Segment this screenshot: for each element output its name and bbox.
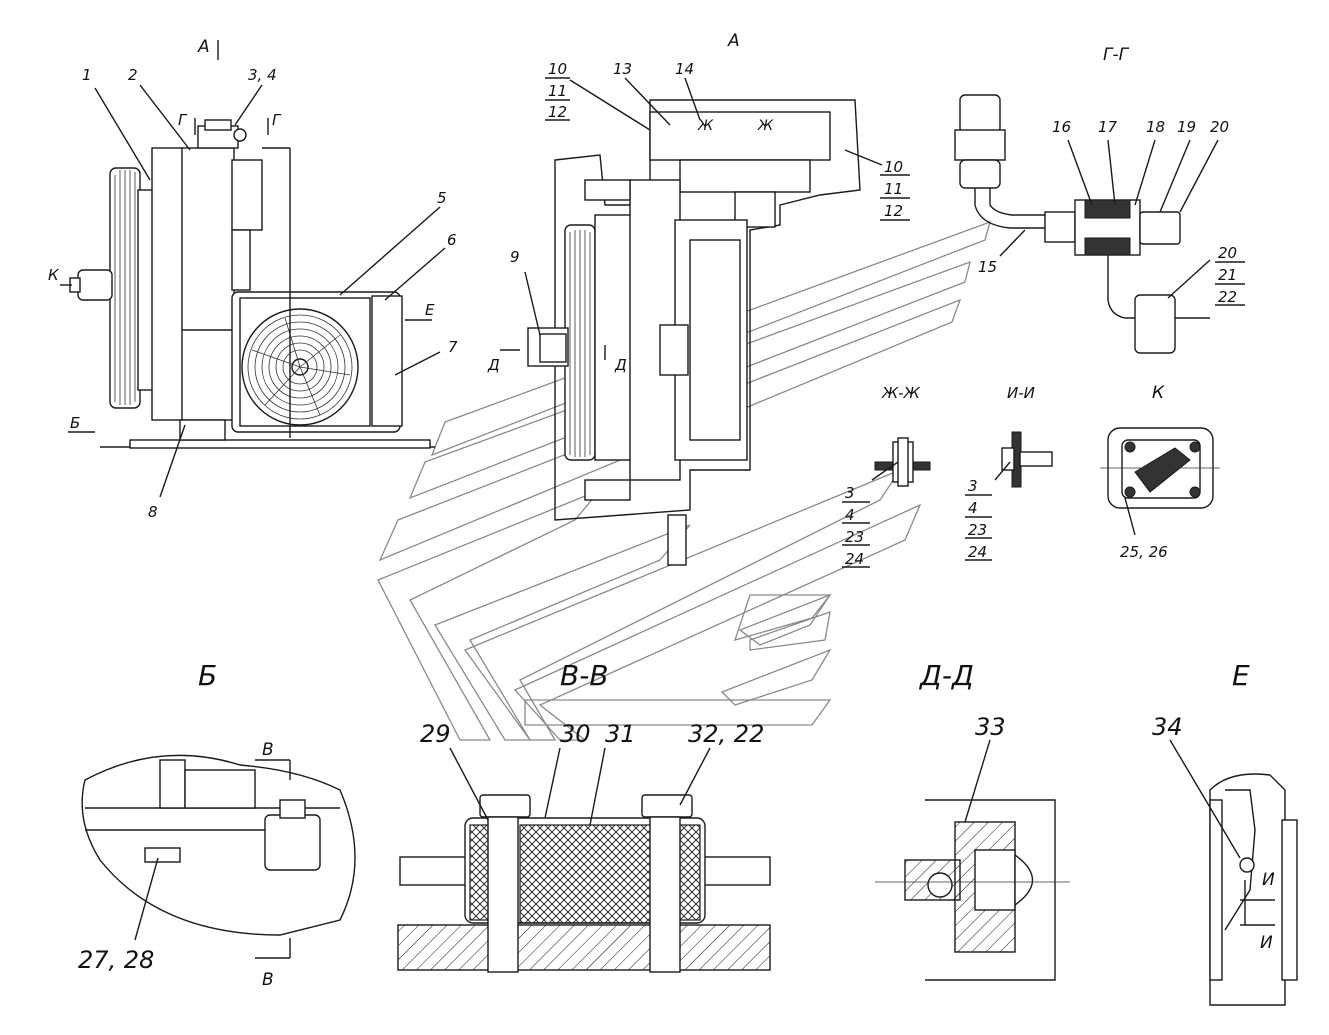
callout-17: 17: [1098, 118, 1118, 136]
callout-3-4: 3, 4: [248, 66, 277, 84]
stack-top-right-2: 12: [884, 202, 903, 220]
callout-27-28: 27, 28: [78, 946, 154, 974]
view-title-top-a: А: [727, 31, 740, 51]
cut-g-left: Г: [178, 111, 188, 129]
callout-34: 34: [1152, 713, 1183, 741]
callout-30: 30: [560, 720, 591, 748]
cut-d-left: Д: [487, 356, 500, 374]
cut-v-top: В: [262, 740, 274, 760]
callout-31: 31: [605, 720, 636, 748]
main-side-view: [69, 119, 435, 449]
section-title-gg: Г-Г: [1103, 45, 1130, 65]
callout-19: 19: [1177, 118, 1196, 136]
callout-7: 7: [448, 338, 458, 356]
callout-6: 6: [447, 231, 457, 249]
cut-line-marks: [60, 40, 1275, 959]
cut-e: Е: [425, 301, 435, 319]
stack-gg-1: 21: [1218, 266, 1237, 284]
cut-b: Б: [70, 414, 80, 432]
section-title-zhzh: Ж-Ж: [881, 384, 921, 402]
stack-top-right-1: 11: [884, 180, 903, 198]
stack-top-left-2: 12: [548, 103, 567, 121]
stack-zhzh-3: 24: [845, 550, 864, 568]
stack-gg-0: 20: [1218, 244, 1237, 262]
section-title-vv: В-В: [560, 659, 609, 692]
section-gg: [954, 94, 1210, 354]
top-view-a: [527, 99, 861, 566]
leader-lines: [94, 77, 1241, 941]
view-arrow-a: А: [197, 37, 210, 57]
callout-5: 5: [437, 189, 447, 207]
stack-zhzh-1: 4: [845, 506, 855, 524]
cut-g-right: Г: [272, 111, 282, 129]
section-dd: [875, 799, 1070, 981]
stack-top-right-0: 10: [884, 158, 903, 176]
callout-20: 20: [1210, 118, 1229, 136]
stack-gg-2: 22: [1218, 288, 1237, 306]
stack-ii-0: 3: [968, 477, 978, 495]
cut-v-bottom: В: [262, 970, 274, 990]
callout-15: 15: [978, 258, 997, 276]
cut-k: К: [48, 266, 60, 284]
view-b: [81, 754, 356, 958]
view-title-e: Е: [1232, 659, 1250, 692]
callout-1: 1: [82, 66, 92, 84]
callout-29: 29: [420, 720, 451, 748]
section-vv: [397, 794, 771, 973]
section-ii: [1001, 431, 1053, 488]
callout-14: 14: [675, 60, 694, 78]
section-zhzh: [874, 437, 931, 487]
callout-18: 18: [1146, 118, 1165, 136]
callout-16: 16: [1052, 118, 1071, 136]
stack-ii-3: 24: [968, 543, 987, 561]
callout-13: 13: [613, 60, 632, 78]
view-e: [1209, 773, 1298, 1006]
callout-33: 33: [975, 713, 1006, 741]
stack-lines: [545, 77, 1245, 568]
stack-ii-1: 4: [968, 499, 978, 517]
callout-8: 8: [148, 503, 158, 521]
section-title-dd: Д-Д: [918, 659, 974, 692]
cut-zh-1: Ж: [697, 118, 714, 134]
callout-2: 2: [128, 66, 138, 84]
stack-zhzh-2: 23: [845, 528, 864, 546]
callout-9: 9: [510, 248, 520, 266]
callout-25-26: 25, 26: [1120, 543, 1168, 561]
cut-d-right: Д: [614, 356, 627, 374]
callout-32-22: 32, 22: [688, 720, 764, 748]
cut-zh-2: Ж: [757, 118, 774, 134]
section-title-ii: И-И: [1007, 384, 1035, 402]
stack-top-left-0: 10: [548, 60, 567, 78]
stack-zhzh-0: 3: [845, 484, 855, 502]
stack-top-left-1: 11: [548, 82, 567, 100]
view-title-b: Б: [198, 659, 217, 692]
view-k: [1100, 427, 1220, 509]
cut-i-bottom: И: [1260, 933, 1273, 953]
view-title-k: К: [1152, 383, 1165, 403]
stack-ii-2: 23: [968, 521, 987, 539]
cut-i-top: И: [1262, 870, 1275, 890]
